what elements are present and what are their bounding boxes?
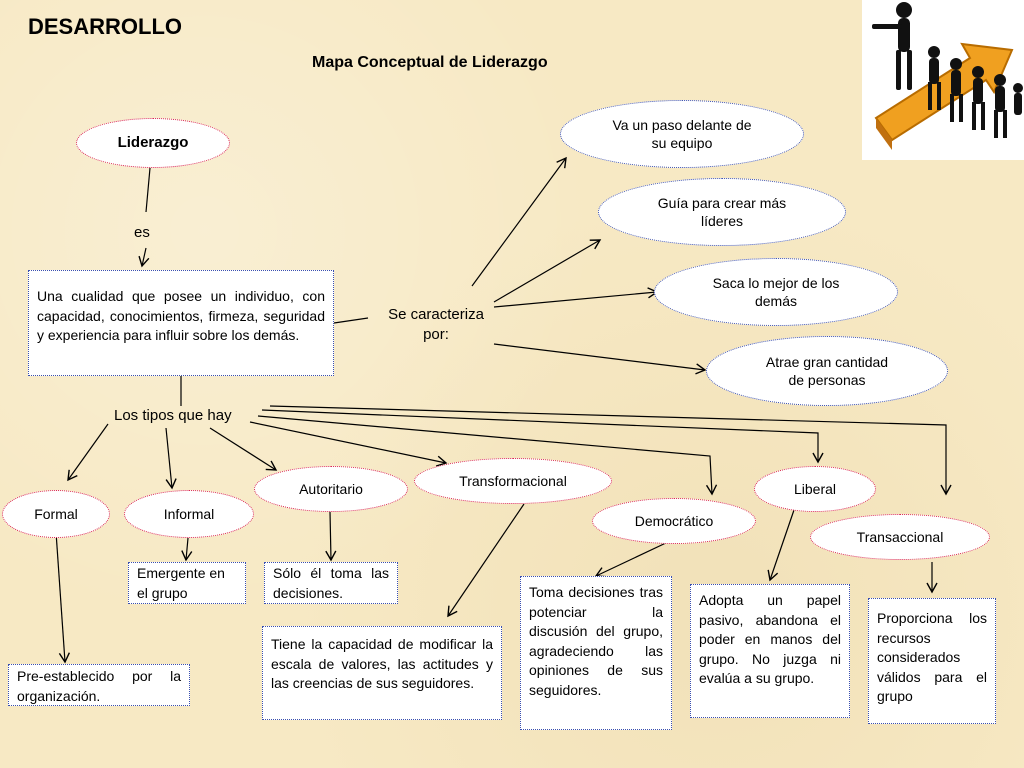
type-informal: Informal (124, 490, 254, 538)
definition-box: Una cualidad que posee un individuo, con… (28, 270, 334, 376)
definition-text: Una cualidad que posee un individuo, con… (37, 288, 325, 344)
desc-transformacional-text: Tiene la capacidad de modificar la escal… (271, 636, 493, 692)
desc-formal: Pre-establecido por la organización. (8, 664, 190, 706)
type-liberal: Liberal (754, 466, 876, 512)
map-title: Mapa Conceptual de Liderazgo (312, 54, 548, 71)
section-title: DESARROLLO (28, 14, 182, 39)
desc-democratico: Toma decisiones tras potenciar la discus… (520, 576, 672, 730)
desc-democratico-text: Toma decisiones tras potenciar la discus… (529, 584, 663, 698)
trait-ellipse-4: Atrae gran cantidad de personas (706, 336, 948, 406)
type-informal-label: Informal (163, 505, 215, 522)
desc-liberal-text: Adopta un papel pasivo, abandona el pode… (699, 592, 841, 687)
desc-informal: Emergente en el grupo (128, 562, 246, 604)
leader-figure-illustration (862, 0, 1024, 160)
trait-ellipse-1: Va un paso delante de su equipo (560, 100, 804, 168)
desc-liberal: Adopta un papel pasivo, abandona el pode… (690, 584, 850, 718)
type-transaccional-label: Transaccional (856, 528, 944, 545)
desc-transformacional: Tiene la capacidad de modificar la escal… (262, 626, 502, 720)
trait-2-text: Guía para crear más líderes (657, 194, 787, 229)
trait-3-text: Saca lo mejor de los demás (712, 274, 840, 309)
trait-ellipse-2: Guía para crear más líderes (598, 178, 846, 246)
node-liderazgo-label: Liderazgo (117, 134, 189, 152)
type-democratico-label: Democrático (634, 512, 714, 529)
desc-autoritario-text: Sólo él toma las decisiones. (273, 565, 389, 601)
desc-autoritario: Sólo él toma las decisiones. (264, 562, 398, 604)
type-autoritario-label: Autoritario (299, 480, 363, 497)
type-formal-label: Formal (34, 505, 78, 522)
type-formal: Formal (2, 490, 110, 538)
desc-transaccional: Proporciona los recursos considerados vá… (868, 598, 996, 724)
type-transformacional: Transformacional (414, 458, 612, 504)
desc-formal-text: Pre-establecido por la organización. (17, 668, 181, 704)
type-transaccional: Transaccional (810, 514, 990, 560)
label-se-caracteriza: Se caracteriza por: (388, 306, 484, 343)
trait-1-text: Va un paso delante de su equipo (612, 116, 752, 151)
type-transformacional-label: Transformacional (459, 472, 567, 489)
type-autoritario: Autoritario (254, 466, 408, 512)
node-liderazgo: Liderazgo (76, 118, 230, 168)
leader-followers-icon (872, 2, 1023, 150)
desc-transaccional-text: Proporciona los recursos considerados vá… (877, 610, 987, 705)
trait-4-text: Atrae gran cantidad de personas (765, 353, 889, 388)
label-tipos: Los tipos que hay (114, 407, 232, 424)
label-es: es (134, 224, 150, 241)
type-democratico: Democrático (592, 498, 756, 544)
desc-informal-text: Emergente en el grupo (137, 565, 225, 601)
type-liberal-label: Liberal (793, 480, 837, 497)
trait-ellipse-3: Saca lo mejor de los demás (654, 258, 898, 326)
